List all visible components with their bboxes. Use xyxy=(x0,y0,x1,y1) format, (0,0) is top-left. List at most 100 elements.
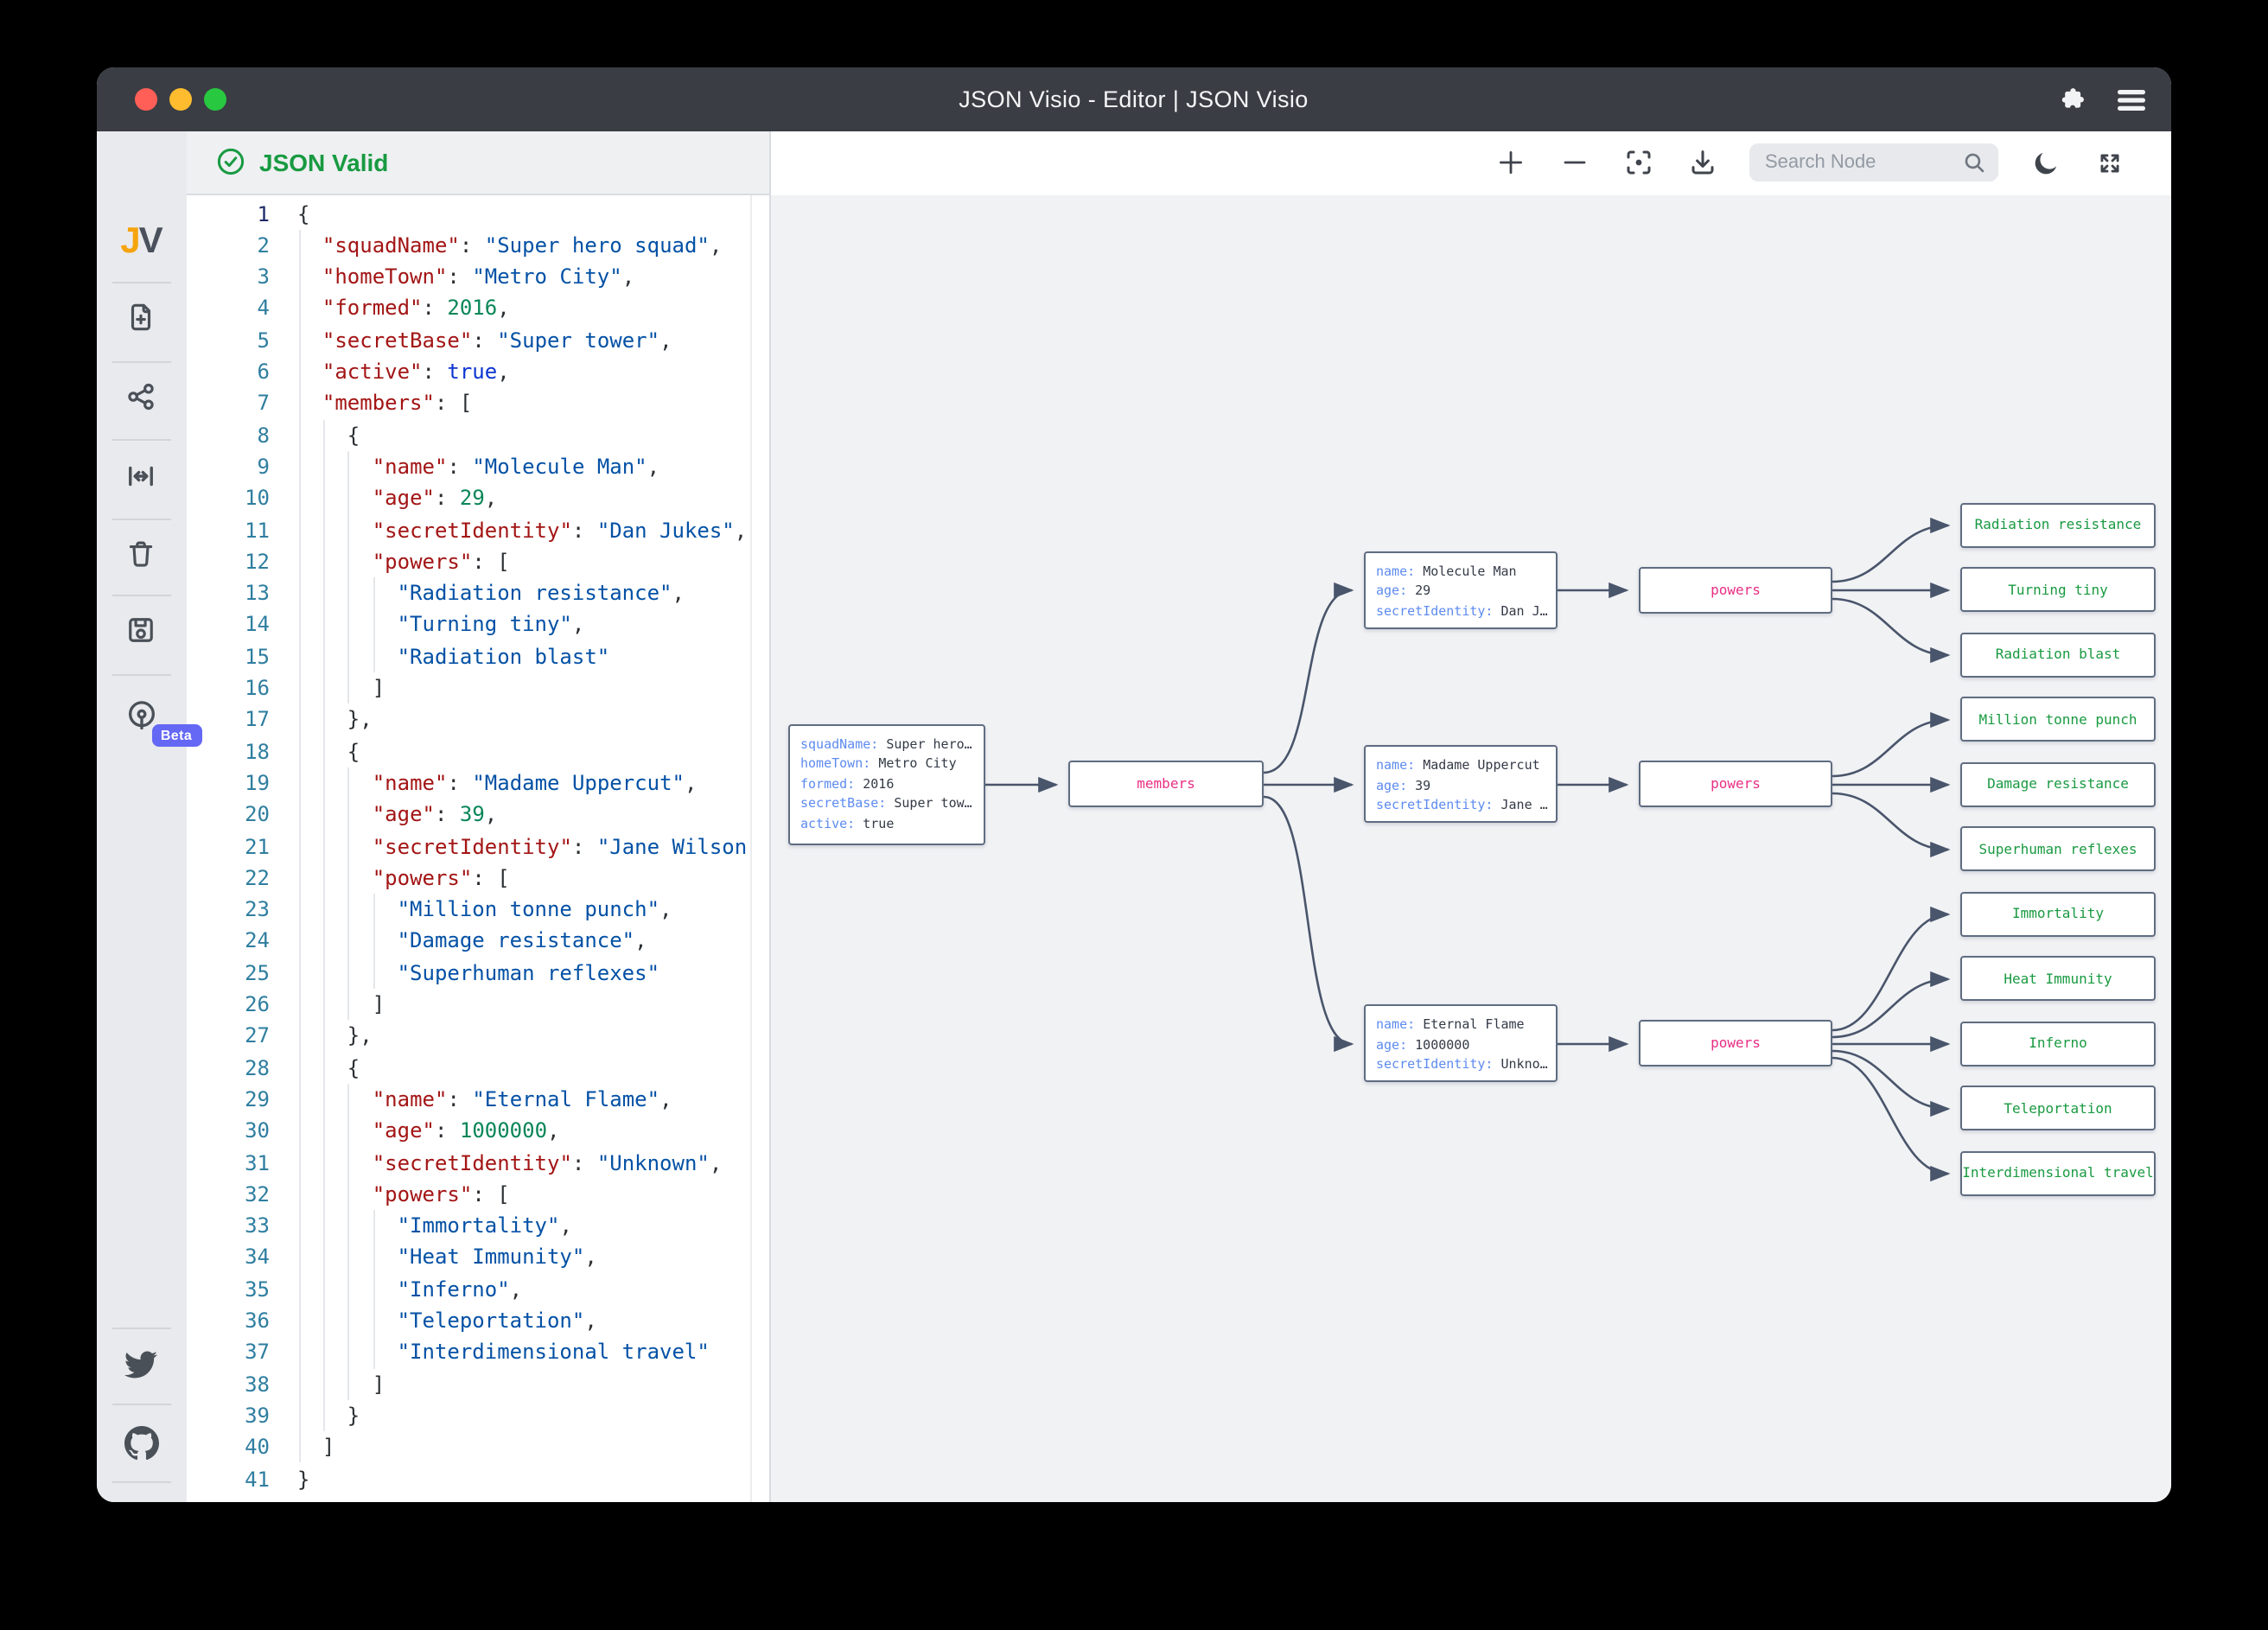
code-line[interactable]: "formed": 2016, xyxy=(284,293,752,325)
twitter-link[interactable] xyxy=(108,1334,174,1396)
code-line[interactable]: "age": 29, xyxy=(284,482,752,514)
code-line[interactable]: "Superhuman reflexes" xyxy=(284,957,752,989)
node-label: Teleportation xyxy=(2004,1100,2112,1116)
code-line[interactable]: "age": 39, xyxy=(284,799,752,831)
code-line[interactable]: { xyxy=(284,735,752,767)
code-line[interactable]: }, xyxy=(284,704,752,736)
search-node-input[interactable] xyxy=(1762,150,1962,175)
code-line[interactable]: "Heat Immunity", xyxy=(284,1242,752,1274)
code-line[interactable]: "powers": [ xyxy=(284,863,752,895)
close-window-button[interactable] xyxy=(134,88,156,111)
code-token xyxy=(297,1213,398,1238)
code-line[interactable]: ] xyxy=(284,989,752,1021)
power-leaf-node[interactable]: Interdimensional travel xyxy=(1960,1150,2156,1195)
power-leaf-node[interactable]: Superhuman reflexes xyxy=(1960,826,2156,871)
powers-node[interactable]: powers xyxy=(1639,761,1832,807)
line-number: 7 xyxy=(257,391,270,416)
code-line[interactable]: ] xyxy=(284,1431,752,1463)
graph-canvas[interactable]: squadName: Super hero…homeTown: Metro Ci… xyxy=(771,194,2171,1501)
code-line[interactable]: "Teleportation", xyxy=(284,1305,752,1337)
fullscreen-button[interactable] xyxy=(2092,146,2126,181)
power-leaf-node[interactable]: Radiation blast xyxy=(1960,632,2156,677)
zoom-out-button[interactable] xyxy=(1558,146,1592,181)
code-line[interactable]: "secretBase": "Super tower", xyxy=(284,324,752,356)
share-button[interactable] xyxy=(108,365,174,427)
line-number: 34 xyxy=(245,1245,270,1270)
indent-guide xyxy=(373,577,375,672)
code-token: , xyxy=(685,770,698,795)
power-leaf-node[interactable]: Radiation resistance xyxy=(1960,502,2156,547)
root-node[interactable]: squadName: Super hero…homeTown: Metro Ci… xyxy=(788,723,985,844)
code-line[interactable]: "Interdimensional travel" xyxy=(284,1337,752,1369)
members-node[interactable]: members xyxy=(1068,761,1264,807)
code-line[interactable]: "Immortality", xyxy=(284,1210,752,1242)
code-line[interactable]: "name": "Molecule Man", xyxy=(284,451,752,483)
code-line[interactable]: "active": true, xyxy=(284,356,752,388)
expand-width-button[interactable] xyxy=(108,445,174,507)
save-button[interactable] xyxy=(108,599,174,661)
code-line[interactable]: "Radiation resistance", xyxy=(284,577,752,609)
code-line[interactable]: "powers": [ xyxy=(284,546,752,578)
code-line[interactable]: "members": [ xyxy=(284,388,752,420)
power-leaf-node[interactable]: Immortality xyxy=(1960,891,2156,936)
power-leaf-node[interactable]: Million tonne punch xyxy=(1960,697,2156,742)
power-leaf-node[interactable]: Damage resistance xyxy=(1960,761,2156,806)
github-link[interactable] xyxy=(108,1411,174,1474)
code-line[interactable]: ] xyxy=(284,672,752,704)
code-line[interactable]: ] xyxy=(284,1368,752,1400)
patreon-link[interactable] xyxy=(108,1485,174,1501)
code-line[interactable]: } xyxy=(284,1400,752,1432)
code-line[interactable]: "Million tonne punch", xyxy=(284,894,752,926)
code-line[interactable]: "age": 1000000, xyxy=(284,1115,752,1147)
minimize-window-button[interactable] xyxy=(169,88,191,111)
code-token: : xyxy=(571,1150,597,1175)
code-line[interactable]: "secretIdentity": "Jane Wilson", xyxy=(284,831,752,863)
code-line[interactable]: "squadName": "Super hero squad", xyxy=(284,230,752,262)
code-line[interactable]: "secretIdentity": "Dan Jukes", xyxy=(284,514,752,546)
code-line[interactable]: "Radiation blast" xyxy=(284,640,752,672)
code-line[interactable]: "name": "Eternal Flame", xyxy=(284,1084,752,1116)
dark-mode-toggle[interactable] xyxy=(2028,146,2062,181)
code-line[interactable]: "homeTown": "Metro City", xyxy=(284,261,752,293)
code-line[interactable]: "name": "Madame Uppercut", xyxy=(284,767,752,799)
powers-node[interactable]: powers xyxy=(1639,1020,1832,1067)
code-line[interactable]: "Turning tiny", xyxy=(284,609,752,641)
divider xyxy=(111,1481,170,1483)
code-line[interactable]: } xyxy=(284,1463,752,1495)
code-line[interactable]: { xyxy=(284,419,752,451)
search-node-box[interactable] xyxy=(1749,143,1998,182)
power-leaf-node[interactable]: Teleportation xyxy=(1960,1086,2156,1130)
powers-node[interactable]: powers xyxy=(1639,566,1832,613)
code-line[interactable]: "powers": [ xyxy=(284,1179,752,1211)
code-line[interactable]: "secretIdentity": "Unknown", xyxy=(284,1147,752,1179)
field-value: Super tow… xyxy=(894,795,972,812)
code-line[interactable]: "Damage resistance", xyxy=(284,926,752,958)
zoom-window-button[interactable] xyxy=(203,88,226,111)
new-document-button[interactable] xyxy=(108,286,174,348)
line-number: 9 xyxy=(257,454,270,479)
api-beta-button[interactable] xyxy=(108,684,174,746)
download-image-button[interactable] xyxy=(1685,146,1720,181)
power-leaf-node[interactable]: Turning tiny xyxy=(1960,567,2156,612)
clear-trash-button[interactable] xyxy=(108,522,174,584)
code-line[interactable]: { xyxy=(284,1052,752,1084)
code-line[interactable]: "Inferno", xyxy=(284,1273,752,1305)
menu-hamburger-icon[interactable] xyxy=(2116,87,2147,111)
code-line[interactable]: { xyxy=(284,198,752,230)
power-leaf-node[interactable]: Inferno xyxy=(1960,1021,2156,1066)
extensions-puzzle-icon[interactable] xyxy=(2059,85,2088,114)
code-line[interactable]: }, xyxy=(284,1021,752,1053)
center-view-button[interactable] xyxy=(1621,146,1656,181)
zoom-in-button[interactable] xyxy=(1494,146,1528,181)
code-token: , xyxy=(672,581,685,606)
editor-scrollbar[interactable] xyxy=(750,194,769,1501)
code-token xyxy=(297,834,373,858)
power-leaf-node[interactable]: Heat Immunity xyxy=(1960,956,2156,1001)
code-token xyxy=(297,264,322,289)
